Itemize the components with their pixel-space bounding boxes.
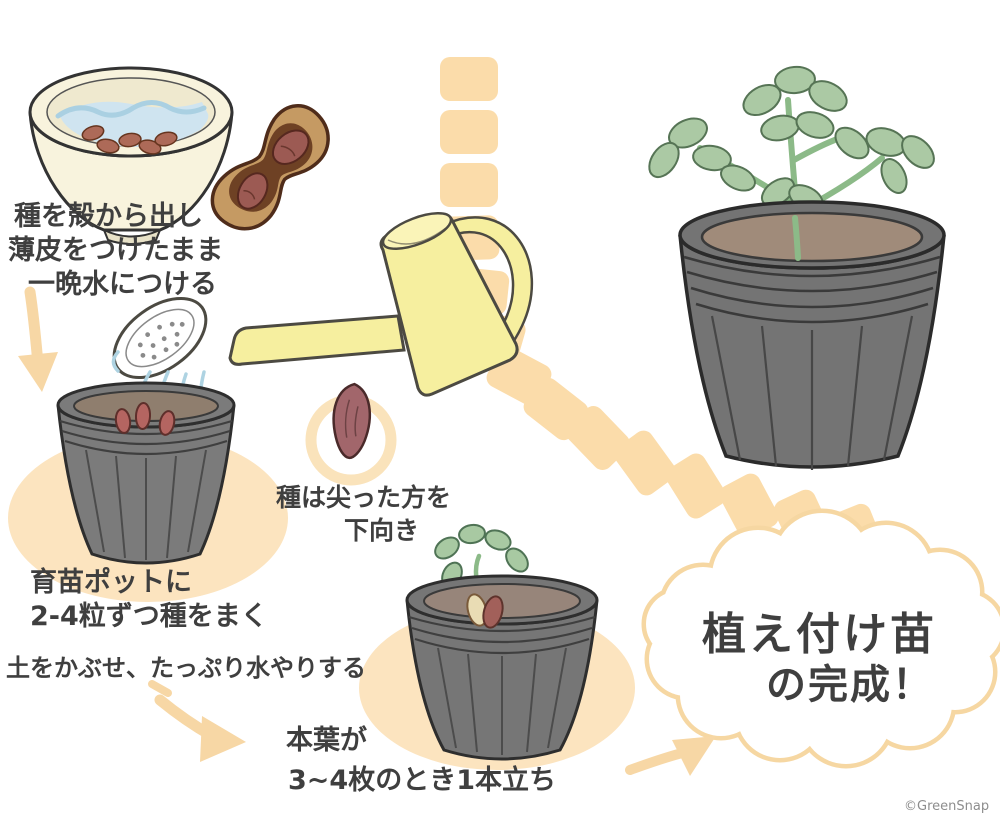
credit-watermark: ©GreenSnap [904,799,990,814]
pot-with-seeds-icon [56,381,236,565]
final-line2: の完成！ [766,662,934,708]
seed-soaking-bowl-icon [28,66,234,245]
step-sow-line1: 育苗ポットに [30,567,192,598]
step-cover-line: 土をかぶせ、たっぷり水やりする [6,654,366,682]
completion-cloud-icon [641,508,1000,769]
flow-arrow-upright-icon [625,736,716,776]
seed-note-line1: 種は尖った方を [276,483,452,512]
seed-pointing-down-icon [305,382,397,486]
dashed-path-icon [440,57,886,569]
step-thin-line2: 3~4枚のとき1本立ち [288,765,556,796]
seed-note-line2: 下向き [344,516,420,545]
final-line1: 植え付け苗 [702,609,937,660]
pot-with-grown-plant-icon [648,65,946,470]
step-soak-line3: 一晩水につける [28,269,217,300]
flow-arrow-downright-icon [148,680,246,762]
step-sow-line2: 2-4粒ずつ種をまく [30,601,268,632]
watering-can-icon [112,212,534,397]
step-soak-line1: 種を殻から出し [14,201,203,232]
step-thin-line1: 本葉が [286,725,367,756]
peanut-shell-icon [210,104,330,231]
flow-arrow-down-icon [18,286,58,392]
step-soak-line2: 薄皮をつけたまま [8,235,224,266]
pot-with-seedling-icon [405,523,599,761]
